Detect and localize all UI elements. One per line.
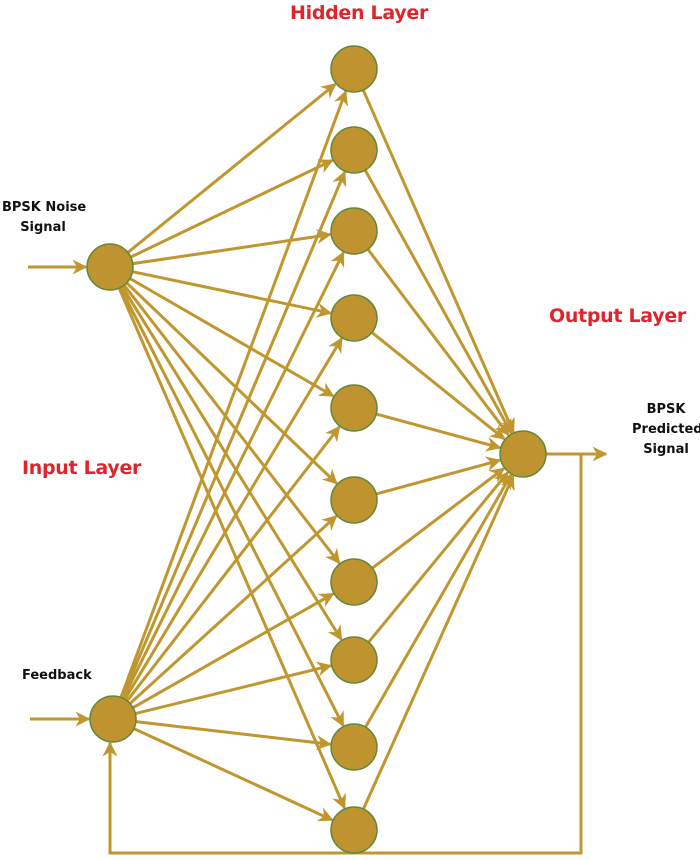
feedback-loop-line (102, 454, 583, 855)
output-label-line-2: Predicted (632, 422, 700, 437)
edge-input-2-to-hidden-5 (125, 425, 341, 702)
output-label: BPSK Predicted Signal (632, 400, 700, 460)
edge-input-2-to-hidden-3 (121, 251, 345, 700)
edge-input-1-to-hidden-9 (119, 286, 345, 727)
edge-input-1-to-hidden-1 (126, 82, 337, 254)
input-2-label: Feedback (22, 668, 92, 683)
edge-input-2-to-hidden-4 (123, 337, 343, 701)
hidden-node-8 (330, 636, 378, 684)
edge-hidden-3-to-output (366, 248, 510, 437)
hidden-node-9 (330, 723, 378, 771)
input-1-label-line-2: Signal (20, 220, 66, 235)
hidden-node-2 (330, 126, 378, 174)
output-layer-title: Output Layer (549, 305, 686, 327)
edge-input-2-to-hidden-8 (134, 661, 333, 715)
hidden-node-7 (330, 558, 378, 606)
edge-input-2-to-hidden-10 (133, 727, 334, 822)
edge-input-1-to-hidden-2 (130, 159, 334, 259)
edge-input-2-to-hidden-9 (135, 720, 332, 751)
edge-input-1-to-hidden-6 (125, 281, 338, 485)
edge-input-1-to-hidden-7 (122, 284, 341, 565)
hidden-node-1 (330, 45, 378, 93)
hidden-layer-title: Hidden Layer (290, 2, 429, 24)
output-node (499, 430, 547, 478)
input-node-feedback (89, 695, 137, 743)
hidden-node-4 (330, 294, 378, 342)
edge-input-2-to-hidden-7 (132, 592, 335, 709)
edge-input-1-to-hidden-4 (132, 270, 332, 318)
edge-hidden-7-to-output (371, 467, 506, 570)
hidden-node-3 (330, 207, 378, 255)
edge-hidden-4-to-output (370, 331, 506, 441)
edge-hidden-9-to-output (364, 473, 513, 728)
output-label-line-3: Signal (643, 442, 689, 457)
edge-input-2-to-hidden-2 (120, 170, 347, 699)
hidden-node-6 (330, 476, 378, 524)
edge-input-1-to-hidden-3 (132, 229, 332, 266)
output-label-line-1: BPSK (646, 402, 686, 417)
connections (28, 82, 608, 855)
edge-input-2-to-hidden-1 (119, 90, 348, 698)
edge-hidden-8-to-output (367, 471, 509, 644)
edge-input-2-to-hidden-6 (129, 515, 338, 705)
edge-input-1-to-hidden-8 (120, 285, 343, 641)
hidden-node-10 (330, 806, 378, 854)
edge-hidden-6-to-output (375, 456, 502, 496)
input-1-label-line-1: BPSK Noise (2, 200, 87, 215)
hidden-node-5 (330, 384, 378, 432)
edge-hidden-1-to-output (361, 89, 515, 434)
input-node-bpsk-noise-signal (86, 243, 134, 291)
edge-input-1-to-hidden-5 (129, 277, 335, 398)
input-layer-title: Input Layer (22, 457, 142, 479)
edge-hidden-2-to-output (363, 169, 513, 435)
edge-hidden-5-to-output (375, 412, 502, 452)
edge-hidden-10-to-output (362, 474, 515, 810)
nodes (86, 45, 547, 854)
input-1-label: BPSK Noise Signal (2, 198, 87, 238)
edge-input-1-to-hidden-10 (117, 287, 346, 810)
